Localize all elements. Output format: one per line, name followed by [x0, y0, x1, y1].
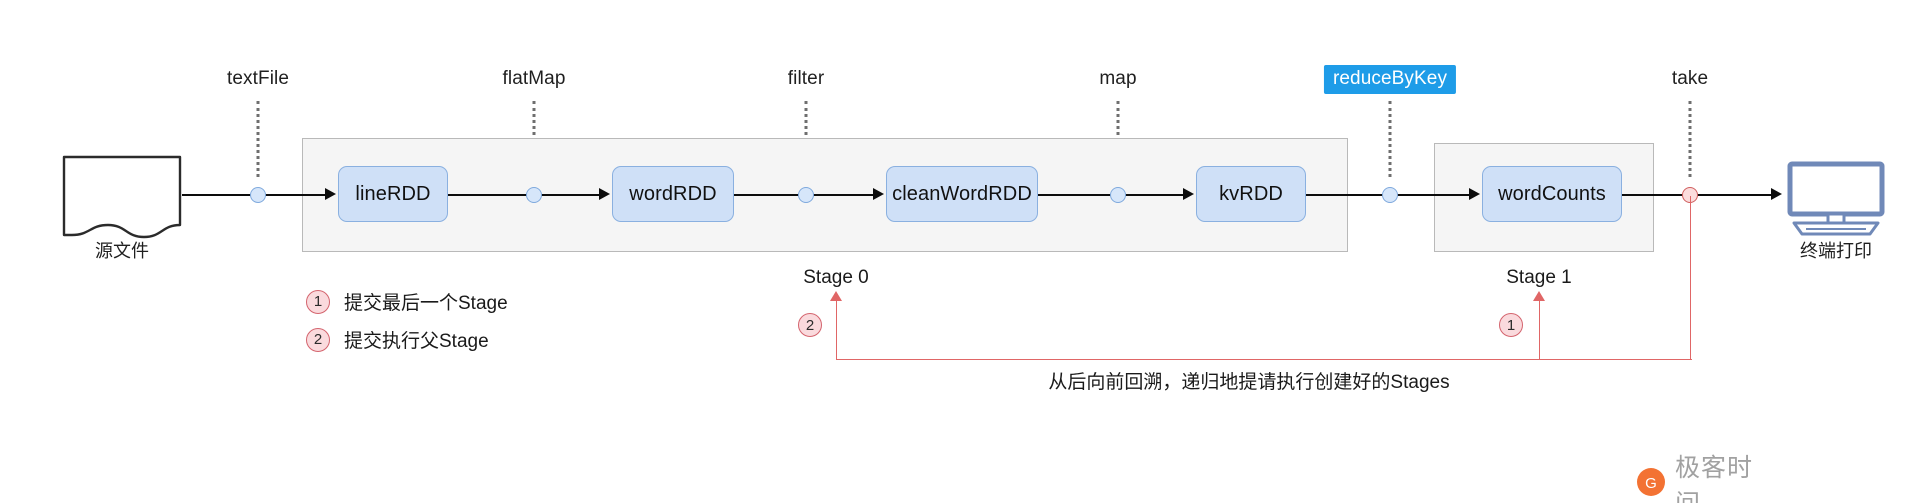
backtrack-line-up-stage0: [836, 300, 837, 360]
arrow-head-word-to-clean: [873, 188, 884, 200]
operator-label-flatMap: flatMap: [502, 68, 566, 89]
operator-label-map: map: [1099, 68, 1137, 89]
dotted-connector-textFile: [256, 101, 260, 177]
joint-reduceByKey: [1382, 187, 1398, 203]
arrow-head-wordcounts-to-monitor: [1771, 188, 1782, 200]
rdd-box-wordCounts[interactable]: wordCounts: [1482, 166, 1622, 222]
step-marker-2-label: 2: [805, 316, 815, 334]
backtrack-line-horizontal: [836, 359, 1692, 360]
legend-badge-1: 1: [306, 289, 330, 314]
monitor-icon: [1786, 161, 1886, 242]
rdd-label-wordCounts: wordCounts: [1498, 182, 1606, 205]
arrow-head-clean-to-kv: [1183, 188, 1194, 200]
joint-flatMap: [526, 187, 542, 203]
svg-text:G: G: [1645, 475, 1657, 492]
rdd-label-cleanWordRDD: cleanWordRDD: [892, 182, 1032, 205]
joint-map: [1110, 187, 1126, 203]
rdd-label-lineRDD: lineRDD: [355, 182, 431, 205]
rdd-box-wordRDD[interactable]: wordRDD: [612, 166, 734, 222]
arrow-head-kv-to-wordcounts: [1469, 188, 1480, 200]
sink-caption: 终端打印: [1800, 241, 1872, 261]
step-marker-1: 1: [1499, 313, 1523, 337]
joint-filter: [798, 187, 814, 203]
rdd-label-kvRDD: kvRDD: [1219, 182, 1283, 205]
watermark-text: 极客时间: [1675, 454, 1754, 503]
backtrack-line-down-from-take: [1690, 196, 1691, 359]
legend-item-1: 1 提交最后一个Stage: [306, 288, 508, 315]
document-icon: [62, 155, 182, 245]
legend-item-2: 2 提交执行父Stage: [306, 326, 489, 353]
backtrack-arrow-stage0: [830, 291, 842, 301]
arrow-head-source-to-line: [325, 188, 336, 200]
legend-label-2: 提交执行父Stage: [344, 331, 489, 352]
backtrack-note: 从后向前回溯，递归地提请执行创建好的Stages: [1048, 372, 1450, 393]
step-marker-1-label: 1: [1506, 316, 1516, 334]
rdd-label-wordRDD: wordRDD: [629, 182, 717, 205]
rdd-box-cleanWordRDD[interactable]: cleanWordRDD: [886, 166, 1038, 222]
operator-label-textFile: textFile: [226, 68, 290, 89]
operator-label-reduceByKey-highlighted: reduceByKey: [1323, 65, 1457, 94]
joint-textFile: [250, 187, 266, 203]
watermark: G 极客时间: [1636, 448, 1778, 503]
backtrack-arrow-stage1: [1533, 291, 1545, 301]
stage-caption-stage0: Stage 0: [803, 267, 869, 288]
dotted-connector-take: [1688, 101, 1692, 177]
arrow-head-line-to-word: [599, 188, 610, 200]
source-file-caption: 源文件: [95, 241, 149, 261]
legend-label-1: 提交最后一个Stage: [344, 293, 508, 314]
rdd-box-lineRDD[interactable]: lineRDD: [338, 166, 448, 222]
operator-label-filter: filter: [787, 68, 825, 89]
operator-label-take: take: [1671, 68, 1709, 89]
geek-time-logo-icon: G: [1636, 467, 1666, 502]
backtrack-line-up-stage1: [1539, 300, 1540, 360]
step-marker-2: 2: [798, 313, 822, 337]
legend-badge-2: 2: [306, 327, 330, 352]
dotted-connector-reduceByKey: [1388, 101, 1392, 177]
stage-caption-stage1: Stage 1: [1506, 267, 1572, 288]
rdd-box-kvRDD[interactable]: kvRDD: [1196, 166, 1306, 222]
arrow-line-to-word: [448, 194, 600, 196]
